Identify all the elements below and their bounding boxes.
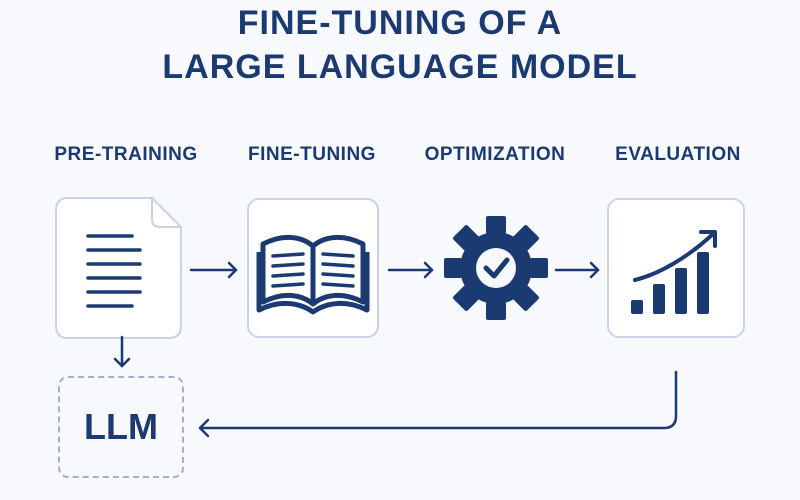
evaluation-tile xyxy=(607,198,745,338)
diagram-title-line-1: FINE-TUNING OF A xyxy=(237,4,563,42)
diagram-title-line-2: LARGE LANGUAGE MODEL xyxy=(162,48,638,86)
stage-label-optimization: OPTIMIZATION xyxy=(424,144,566,165)
open-book-icon xyxy=(256,235,370,315)
stage-label-pre-training: PRE-TRAINING xyxy=(54,144,198,165)
document-icon xyxy=(86,234,142,308)
arrow-pretraining-to-finetuning xyxy=(189,261,238,279)
arrow-evaluation-to-llm xyxy=(198,370,678,438)
fine-tuning-tile xyxy=(247,198,379,338)
stage-label-evaluation: EVALUATION xyxy=(615,144,741,165)
gear-check-icon xyxy=(444,216,548,320)
arrow-pretraining-to-llm xyxy=(113,335,131,368)
arrow-finetuning-to-optimization xyxy=(387,261,434,279)
arrow-optimization-to-evaluation xyxy=(554,261,600,279)
growth-chart-icon xyxy=(631,230,717,314)
pre-training-tile xyxy=(55,197,182,339)
stage-label-fine-tuning: FINE-TUNING xyxy=(248,144,376,165)
llm-box: LLM xyxy=(58,376,184,478)
